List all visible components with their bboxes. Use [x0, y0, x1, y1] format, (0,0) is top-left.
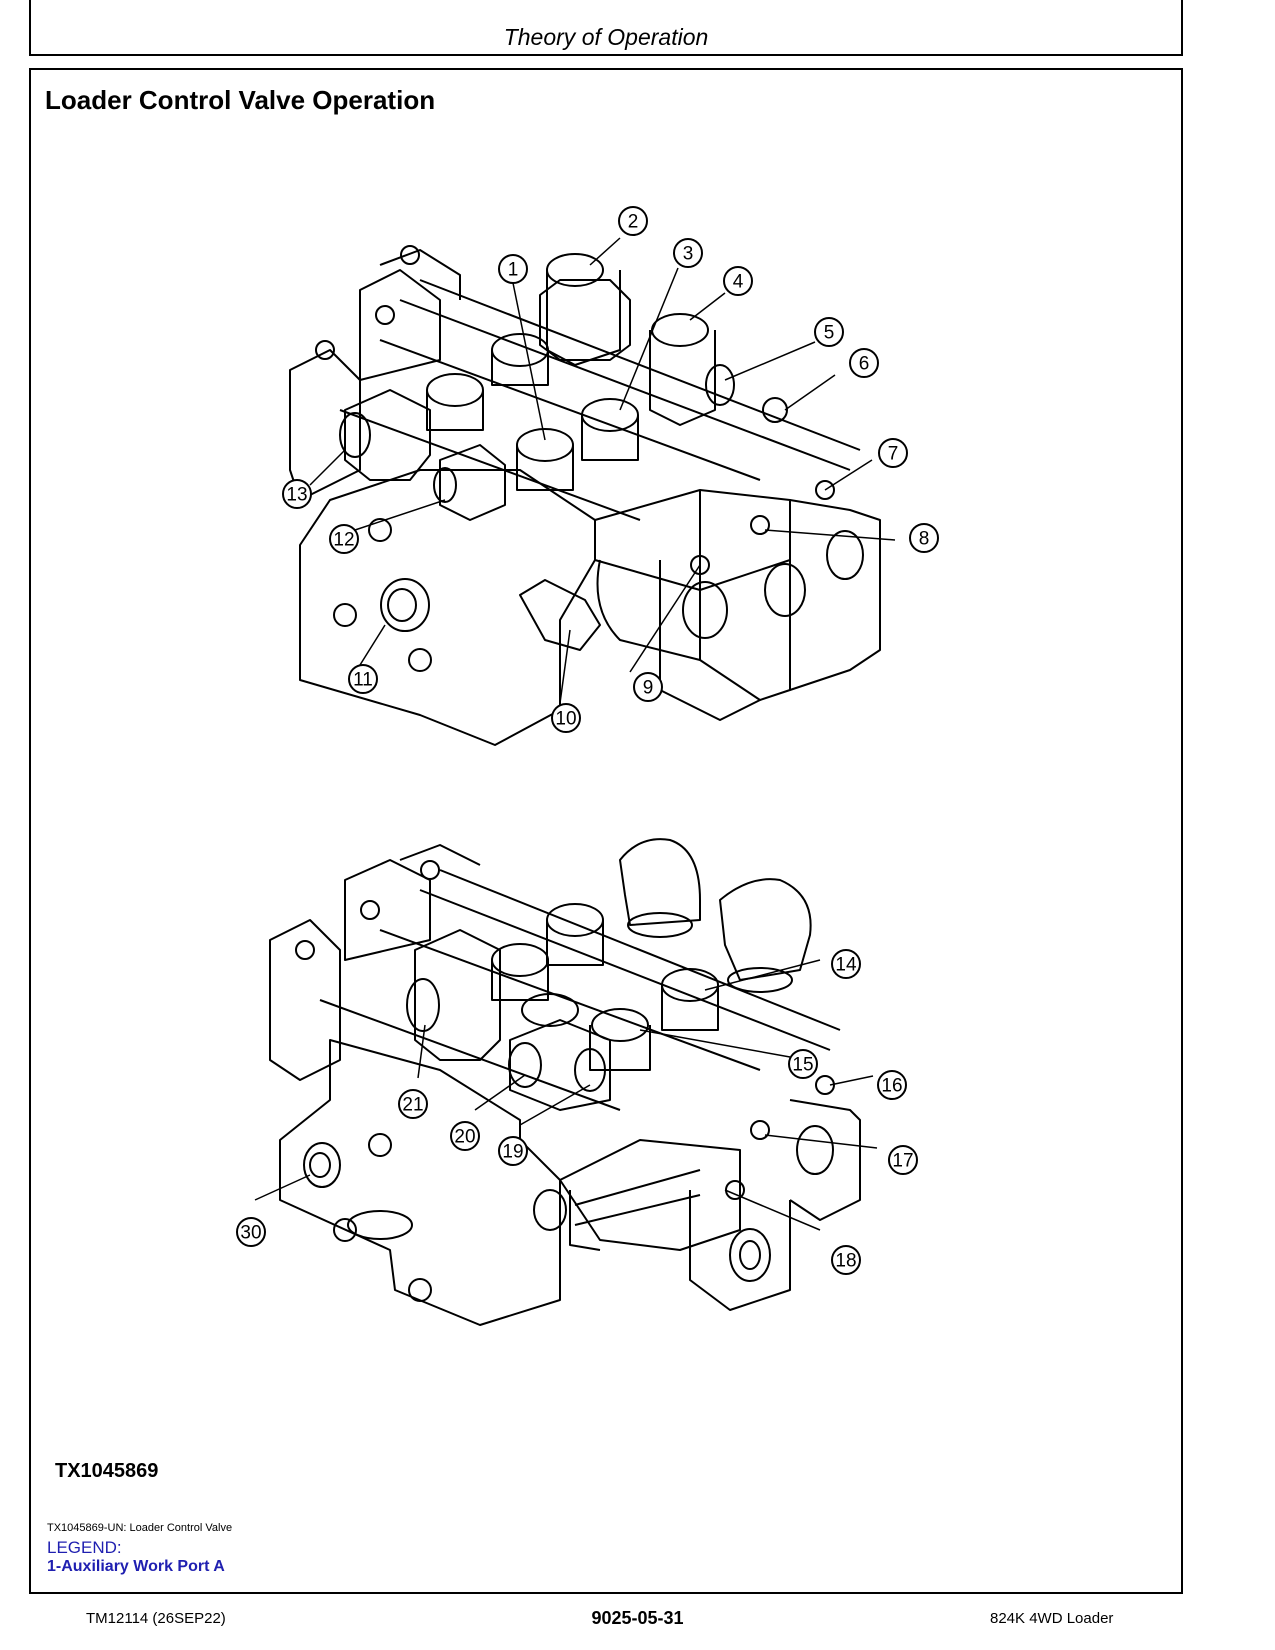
callout-8: 8 [909, 523, 939, 553]
bottom-valve-body [269, 838, 861, 1326]
svg-text:8: 8 [919, 529, 930, 550]
callout-3: 3 [673, 238, 703, 268]
callout-17: 17 [888, 1145, 918, 1175]
svg-text:10: 10 [555, 709, 576, 730]
callouts-bottom: 14 15 16 17 18 19 20 21 30 [236, 949, 918, 1275]
svg-text:11: 11 [353, 670, 373, 691]
valve-illustration: 1 2 3 4 5 6 7 8 9 10 11 12 13 14 15 16 1… [236, 206, 939, 1326]
callout-16: 16 [877, 1070, 907, 1100]
svg-text:30: 30 [240, 1223, 261, 1244]
callout-2: 2 [618, 206, 648, 236]
svg-text:20: 20 [454, 1127, 475, 1148]
callout-14: 14 [831, 949, 861, 979]
svg-text:12: 12 [333, 530, 354, 551]
callout-30: 30 [236, 1217, 266, 1247]
footer-model: 824K 4WD Loader [990, 1610, 1114, 1627]
callout-9: 9 [633, 672, 663, 702]
callout-20: 20 [450, 1121, 480, 1151]
callout-6: 6 [849, 348, 879, 378]
svg-text:14: 14 [835, 955, 857, 976]
callout-15: 15 [788, 1049, 818, 1079]
leader-lines-top [309, 237, 896, 704]
svg-text:18: 18 [835, 1251, 856, 1272]
svg-text:17: 17 [892, 1151, 913, 1172]
svg-text:5: 5 [824, 323, 835, 344]
callout-19: 19 [498, 1136, 528, 1166]
svg-text:21: 21 [402, 1095, 423, 1116]
callout-10: 10 [551, 703, 581, 733]
figure-caption: TX1045869-UN: Loader Control Valve [47, 1522, 233, 1534]
callout-18: 18 [831, 1245, 861, 1275]
top-valve-body [289, 245, 881, 746]
svg-text:6: 6 [859, 354, 870, 375]
svg-text:7: 7 [888, 444, 899, 465]
page-title: Loader Control Valve Operation [45, 85, 436, 115]
legend-label: LEGEND: [47, 1538, 122, 1557]
svg-text:2: 2 [628, 212, 639, 233]
svg-text:3: 3 [683, 244, 694, 265]
svg-text:9: 9 [643, 678, 654, 699]
callout-21: 21 [398, 1089, 428, 1119]
footer-page-number: 9025-05-31 [591, 1608, 684, 1628]
content-frame: Loader Control Valve Operation TX1045869… [29, 68, 1183, 1594]
callout-4: 4 [723, 266, 753, 296]
svg-text:16: 16 [881, 1076, 902, 1097]
figure-id: TX1045869 [55, 1460, 159, 1482]
svg-text:13: 13 [286, 485, 307, 506]
legend-item: 1-Auxiliary Work Port A [47, 1558, 225, 1575]
svg-text:19: 19 [502, 1142, 523, 1163]
callout-5: 5 [814, 317, 844, 347]
callouts-top: 1 2 3 4 5 6 7 8 9 10 11 12 13 [282, 206, 939, 733]
leader-lines-bottom [254, 959, 878, 1231]
header-frame: Theory of Operation [29, 0, 1183, 56]
callout-12: 12 [329, 524, 359, 554]
callout-7: 7 [878, 438, 908, 468]
header-title: Theory of Operation [503, 24, 709, 50]
svg-text:1: 1 [508, 260, 519, 281]
callout-13: 13 [282, 479, 312, 509]
svg-text:4: 4 [733, 272, 744, 293]
callout-11: 11 [348, 664, 378, 694]
svg-text:15: 15 [792, 1055, 813, 1076]
footer-manual-id: TM12114 (26SEP22) [86, 1610, 226, 1627]
callout-1: 1 [498, 254, 528, 284]
